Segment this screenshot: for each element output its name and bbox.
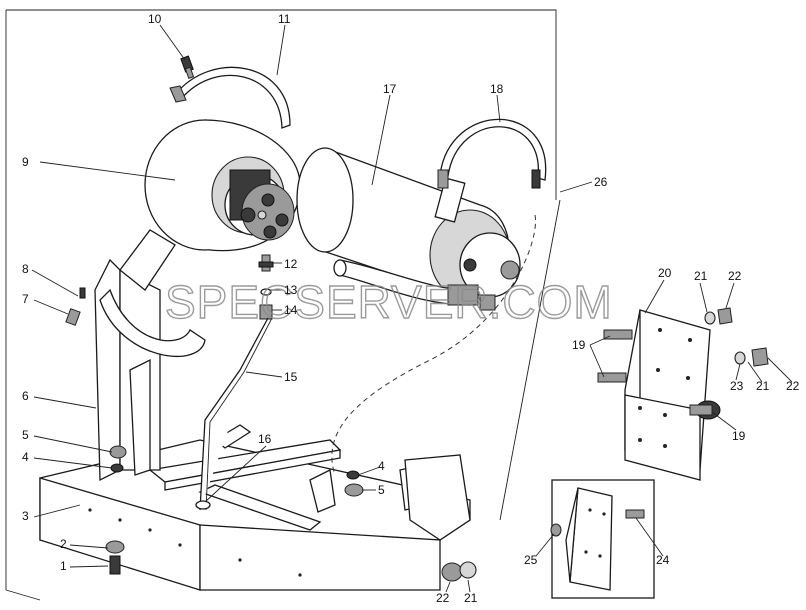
callout-21b: 21 <box>756 379 770 393</box>
clamp-band-upper <box>169 66 291 129</box>
callout-1: 1 <box>60 559 67 573</box>
hose-path <box>331 214 537 476</box>
callout-5b: 5 <box>378 483 385 497</box>
callout-22b: 22 <box>786 379 800 393</box>
callout-21c: 21 <box>464 591 478 605</box>
callout-2: 2 <box>60 537 67 551</box>
callout-9: 9 <box>22 155 29 169</box>
callout-10: 10 <box>148 12 162 26</box>
callout-6: 6 <box>22 389 29 403</box>
leader-lines <box>31 24 793 593</box>
air-filter-housing <box>119 119 301 291</box>
callout-18: 18 <box>490 82 504 96</box>
watermark-text: SPECSERVER.COM <box>165 276 613 328</box>
callout-11: 11 <box>278 12 291 26</box>
callout-5: 5 <box>22 428 29 442</box>
callout-21a: 21 <box>694 269 708 283</box>
callout-24: 24 <box>656 553 670 567</box>
callout-4: 4 <box>22 450 29 464</box>
callout-labels: 10 11 9 17 18 26 12 13 14 15 16 8 7 6 5 … <box>22 12 800 605</box>
fasteners-bottom <box>441 561 477 582</box>
callout-19b: 19 <box>732 429 746 443</box>
callout-20: 20 <box>658 266 672 280</box>
callout-3: 3 <box>22 509 29 523</box>
callout-4b: 4 <box>378 459 385 473</box>
callout-23: 23 <box>730 379 744 393</box>
bracket-plate <box>597 307 769 481</box>
fasteners-left <box>65 287 364 575</box>
filter-cylinder <box>296 147 521 311</box>
bolt-10 <box>180 55 195 80</box>
rod-15 <box>195 317 273 511</box>
callout-17: 17 <box>383 82 397 96</box>
callout-16: 16 <box>258 432 272 446</box>
callout-25: 25 <box>524 553 538 567</box>
support-bracket <box>94 258 206 482</box>
callout-13: 13 <box>284 283 298 297</box>
callout-8: 8 <box>22 262 29 276</box>
callout-14: 14 <box>284 303 298 317</box>
clamp-band-lower <box>437 118 547 189</box>
callout-12: 12 <box>284 257 298 271</box>
callout-15: 15 <box>284 370 298 384</box>
callout-7: 7 <box>22 292 29 306</box>
callout-22a: 22 <box>728 269 742 283</box>
callout-22c: 22 <box>436 591 450 605</box>
callout-19a: 19 <box>572 338 586 352</box>
inset-detail <box>550 479 655 599</box>
assembly-frame <box>5 9 561 601</box>
callout-26: 26 <box>594 175 608 189</box>
sensor-fitting <box>258 254 274 320</box>
